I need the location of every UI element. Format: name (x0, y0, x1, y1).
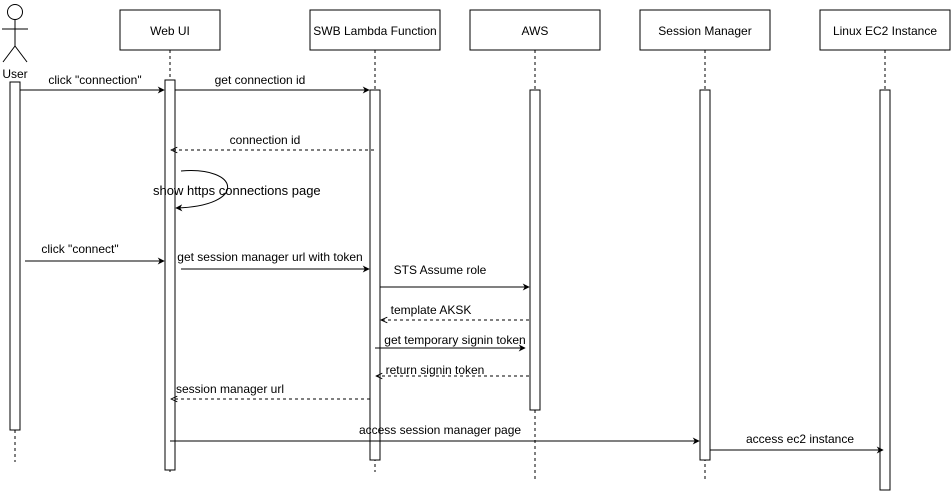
participant-aws: AWS (469, 9, 601, 51)
message-label: click "connect" (41, 242, 118, 256)
activation-swb-lambda (369, 89, 381, 461)
participants: Web UI SWB Lambda Function AWS Session M… (2, 4, 951, 81)
activation-session-manager (699, 89, 711, 461)
activation-user (9, 81, 21, 431)
activation-linux-ec2 (879, 89, 891, 491)
participant-web-ui: Web UI (119, 9, 221, 51)
participant-linux-ec2: Linux EC2 Instance (819, 9, 951, 51)
participant-label: SWB Lambda Function (313, 24, 436, 38)
stick-figure-icon (2, 4, 28, 63)
messages (20, 86, 884, 454)
message-label: show https connections page (153, 183, 321, 198)
activations (9, 79, 891, 491)
activation-web-ui (164, 79, 176, 471)
participant-swb-lambda: SWB Lambda Function (309, 9, 441, 51)
message-label: get session manager url with token (177, 250, 362, 264)
message-label: get temporary signin token (384, 333, 525, 347)
message-label: session manager url (176, 382, 284, 396)
message-label: connection id (230, 133, 301, 147)
message-label: return signin token (386, 363, 485, 377)
message-labels: click "connection" get connection id con… (41, 73, 854, 446)
participant-label: Web UI (150, 24, 190, 38)
message-label: get connection id (215, 73, 306, 87)
self-message-arrow (175, 170, 229, 212)
actor-label: User (2, 67, 27, 81)
participant-session-manager: Session Manager (639, 9, 771, 51)
actor-user (2, 4, 28, 63)
participant-label: Session Manager (658, 24, 751, 38)
message-label: template AKSK (391, 303, 472, 317)
activation-aws (529, 89, 541, 411)
message-label: STS Assume role (394, 263, 487, 277)
message-label: click "connection" (48, 73, 141, 87)
message-label: access ec2 instance (746, 432, 854, 446)
participant-label: AWS (522, 24, 549, 38)
message-label: access session manager page (359, 423, 521, 437)
participant-label: Linux EC2 Instance (833, 24, 937, 38)
